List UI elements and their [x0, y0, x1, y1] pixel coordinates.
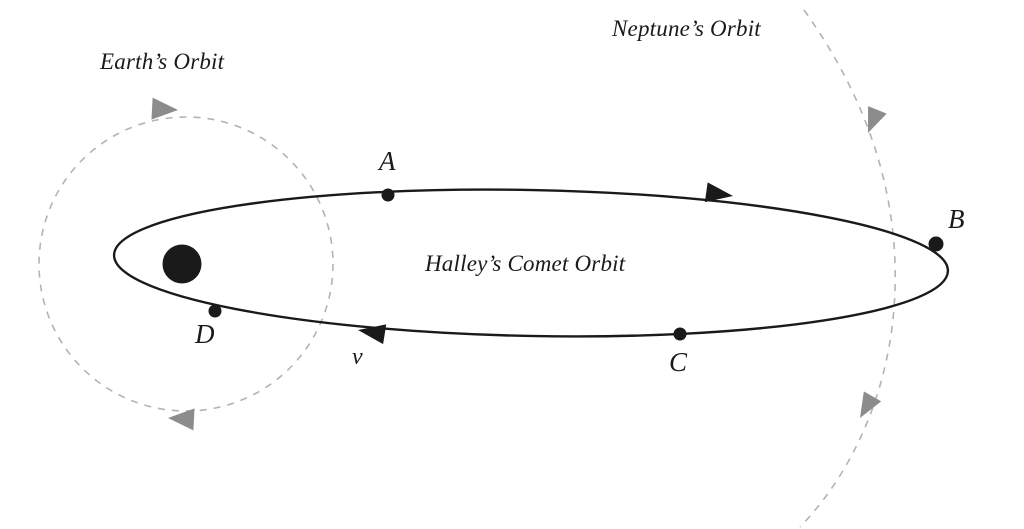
point-d-label: D: [195, 319, 215, 349]
earth-orbit-label: Earth’s Orbit: [100, 49, 225, 74]
comet-orbit-label: Halley’s Comet Orbit: [425, 251, 626, 276]
earth-top-arrow-icon: [151, 97, 178, 120]
comet-bottom-arrow-icon: [358, 324, 387, 345]
velocity-label: v: [352, 344, 363, 370]
neptune-bottom-arrow-icon: [860, 391, 882, 418]
point-b-marker: [928, 236, 944, 252]
point-d-marker: [208, 304, 222, 318]
point-a-label: A: [379, 146, 396, 176]
point-c-label: C: [669, 347, 688, 377]
neptune-top-arrow-icon: [868, 106, 887, 133]
comet-orbit-ellipse: [112, 188, 950, 338]
comet-top-arrow-icon: [704, 182, 733, 203]
neptune-orbit-label: Neptune’s Orbit: [612, 16, 761, 41]
point-b-label: B: [948, 204, 965, 234]
earth-orbit-circle: [38, 116, 334, 412]
point-c-marker: [673, 327, 687, 341]
earth-bottom-arrow-icon: [168, 408, 195, 431]
neptune-orbit-arc: [799, 9, 897, 528]
sun-body: [162, 244, 202, 284]
point-a-marker: [381, 188, 395, 202]
